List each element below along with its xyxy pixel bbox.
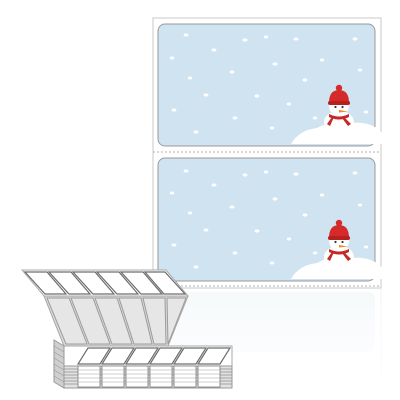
stack-top-strip [22, 270, 188, 296]
label-bottom [158, 158, 387, 281]
stack-block-top [64, 346, 232, 366]
label-top [158, 24, 387, 146]
stack-fold-strip [44, 296, 188, 346]
